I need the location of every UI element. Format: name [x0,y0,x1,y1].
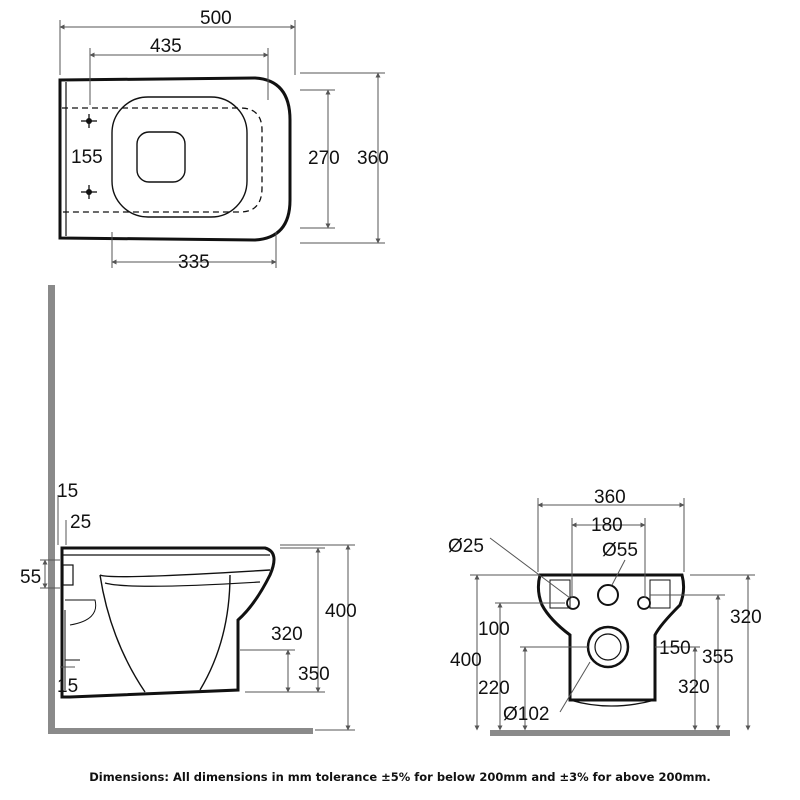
rear-overall-height: 400 [450,650,482,671]
plan-fixing-centres: 155 [71,147,103,168]
rear-inlet-diameter: Ø55 [602,540,638,561]
rear-fixing-height: 100 [478,619,510,640]
side-fixing-offset-top: 15 [57,481,78,502]
plan-view: 500 435 155 270 360 335 [58,8,389,273]
plan-overall-depth: 360 [357,148,389,169]
fixing-hole-icon [81,114,97,199]
rear-outlet-height: 220 [478,678,510,699]
rear-overall-width: 360 [594,487,626,508]
fixing-hole-icon [566,596,580,610]
wall [48,285,55,730]
plan-bowl [111,96,248,218]
fixing-hole-icon [637,596,651,610]
side-view: 15 25 55 320 400 350 15 [20,285,357,734]
rear-outlet-offset: 150 [659,638,691,659]
dimensions-note: Dimensions: All dimensions in mm toleran… [89,770,711,784]
plan-outline [58,76,292,242]
plan-opening [136,131,186,183]
side-outline [60,546,276,699]
rear-body-height: 355 [702,647,734,668]
side-bowl-height: 320 [271,624,303,645]
side-inlet-height: 55 [20,567,41,588]
outlet-circle [586,625,630,669]
rear-outlet-diameter: Ø102 [503,704,549,725]
side-fixing-offset-inner: 25 [70,512,91,533]
plan-fixing-span: 435 [150,36,182,57]
side-rim-height: 400 [325,601,357,622]
floor [48,728,313,734]
side-bowl [99,569,271,693]
side-base-height: 350 [298,664,330,685]
plan-bowl-length: 335 [178,252,210,273]
plan-seat-depth: 270 [308,148,340,169]
rear-view: 360 180 Ø25 Ø55 100 400 220 Ø102 320 150… [448,487,762,736]
inlet-circle [597,584,619,606]
rear-base-width: 320 [678,677,710,698]
rear-fixing-hole: Ø25 [448,536,484,557]
rear-inlet-height: 320 [730,607,762,628]
rear-fixing-centres: 180 [591,515,623,536]
side-bottom-offset: 15 [57,676,78,697]
plan-overall-width: 500 [200,8,232,29]
plan-seat-dashed [62,107,263,213]
